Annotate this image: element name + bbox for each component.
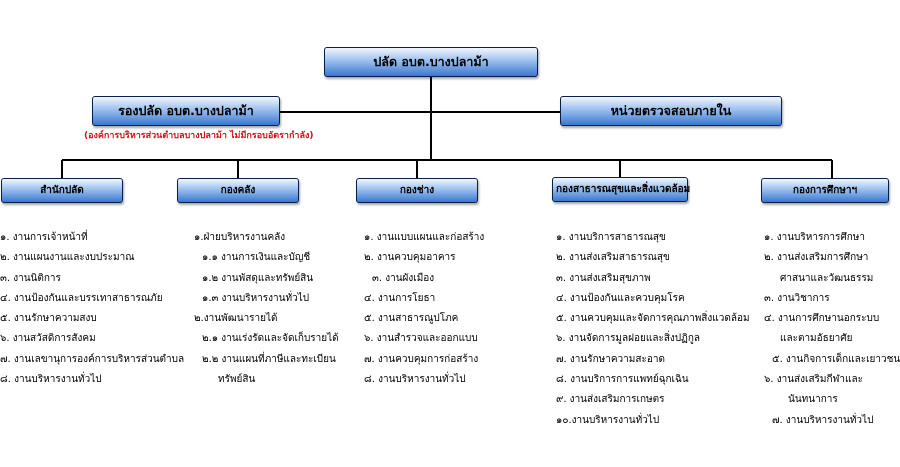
list-item: ๑.ฝ่ายบริหารงานคลัง [194, 232, 286, 243]
list-item: ๓. งานนิติการ [0, 272, 61, 284]
list-item: ๘. งานบริการการแพทย์ฉุกเฉิน [556, 374, 689, 386]
list-item: ๑.๑ งานการเงินและบัญชี [202, 252, 311, 264]
division-box-education: กองการศึกษาฯ [761, 178, 889, 203]
chief-administrator-box: ปลัด อบต.บางปลาม้า [324, 47, 538, 77]
division-box-finance: กองคลัง [177, 178, 299, 203]
list-item: ๑. งานการเจ้าหน้าที่ [0, 232, 88, 243]
list-item: ๔. งานการโยธา [364, 292, 436, 304]
office-task-list: ๑. งานการเจ้าหน้าที่ ๒. งานแผนงานและงบปร… [0, 228, 184, 390]
list-item: ศาสนาและวัฒนธรรม [780, 272, 874, 284]
list-item: ๗. งานรักษาความสะอาด [556, 353, 665, 365]
division-box-engineering: กองช่าง [356, 178, 478, 203]
list-item: ๖. งานส่งเสริมกีฬาและ [764, 374, 863, 386]
list-item: ๘. งานบริหารงานทั่วไป [364, 374, 466, 386]
list-item: ๑.๓ งานบริหารงานทั่วไป [202, 292, 310, 304]
list-item: ๙. งานส่งเสริมการเกษตร [556, 394, 665, 406]
list-item: ๔. งานป้องกันและบรรเทาสาธารณภัย [0, 292, 163, 304]
list-item: นันทนาการ [788, 394, 838, 406]
engineering-task-list: ๑. งานแบบแผนและก่อสร้าง ๒. งานควบคุมอาคา… [364, 228, 484, 390]
list-item: ๖. งานจัดการมูลฝอยและสิ่งปฏิกูล [556, 333, 701, 345]
deputy-box: รองปลัด อบต.บางปลาม้า [92, 96, 280, 126]
list-item: ๗. งานควบคุมการก่อสร้าง [364, 353, 479, 365]
list-item: ๕. งานกิจการเด็กและเยาวชน [772, 353, 900, 365]
list-item: ๔. งานการศึกษานอกระบบ [764, 313, 880, 325]
list-item: ๒. งานส่งเสริมสาธารณสุข [556, 252, 670, 264]
list-item: ๑๐.งานบริหารงานทั่วไป [556, 414, 660, 426]
list-item: ๕. งานรักษาความสงบ [0, 313, 97, 325]
list-item: ๓. งานวิชาการ [764, 292, 830, 304]
list-item: ๘. งานบริหารงานทั่วไป [0, 374, 102, 386]
internal-audit-box: หน่วยตรวจสอบภายใน [560, 96, 782, 126]
division-box-public-health: กองสาธารณสุขและสิ่งแวดล้อม [552, 177, 690, 202]
education-task-list: ๑. งานบริหารการศึกษา ๒. งานส่งเสริมการศึ… [764, 228, 900, 431]
list-item: ๗. งานบริหารงานทั่วไป [772, 414, 874, 426]
list-item: ๑. งานบริหารการศึกษา [764, 232, 865, 243]
division-box-office: สำนักปลัด [1, 178, 123, 203]
list-item: ๑. งานบริการสาธารณสุข [556, 232, 666, 243]
list-item: ๔. งานป้องกันและควบคุมโรค [556, 292, 685, 304]
list-item: ทรัพย์สิน [218, 374, 256, 386]
list-item: และตามอัธยาศัย [780, 333, 853, 345]
list-item: ๒. งานส่งเสริมการศึกษา [764, 252, 869, 264]
list-item: ๖. งานสวัสดิการสังคม [0, 333, 96, 345]
public-health-task-list: ๑. งานบริการสาธารณสุข ๒. งานส่งเสริมสาธา… [556, 228, 750, 431]
list-item: ๒.๑ งานเร่งรัดและจัดเก็บรายได้ [202, 333, 339, 345]
list-item: ๕. งานสาธารณูปโภค [364, 313, 459, 325]
list-item: ๑. งานแบบแผนและก่อสร้าง [364, 232, 485, 243]
list-item: ๒.งานพัฒนารายได้ [194, 313, 278, 325]
list-item: ๑.๒ งานพัสดุและทรัพย์สิน [202, 272, 314, 284]
list-item: ๓. งานผังเมือง [372, 272, 435, 284]
list-item: ๓. งานส่งเสริมสุขภาพ [556, 272, 651, 284]
list-item: ๒. งานควบคุมอาคาร [364, 252, 456, 264]
list-item: ๕. งานควบคุมและจัดการคุณภาพสิ่งแวดล้อม [556, 313, 750, 325]
list-item: ๗. งานเลขานุการองค์การบริหารส่วนตำบล [0, 353, 185, 365]
list-item: ๒.๒ งานแผนที่ภาษีและทะเบียน [202, 353, 336, 365]
deputy-note: (องค์การบริหารส่วนตำบลบางปลาม้า ไม่มีกรอ… [84, 131, 314, 141]
finance-task-list: ๑.ฝ่ายบริหารงานคลัง ๑.๑ งานการเงินและบัญ… [194, 228, 339, 390]
list-item: ๖. งานสำรวจและออกแบบ [364, 333, 478, 345]
list-item: ๒. งานแผนงานและงบประมาณ [0, 252, 135, 264]
